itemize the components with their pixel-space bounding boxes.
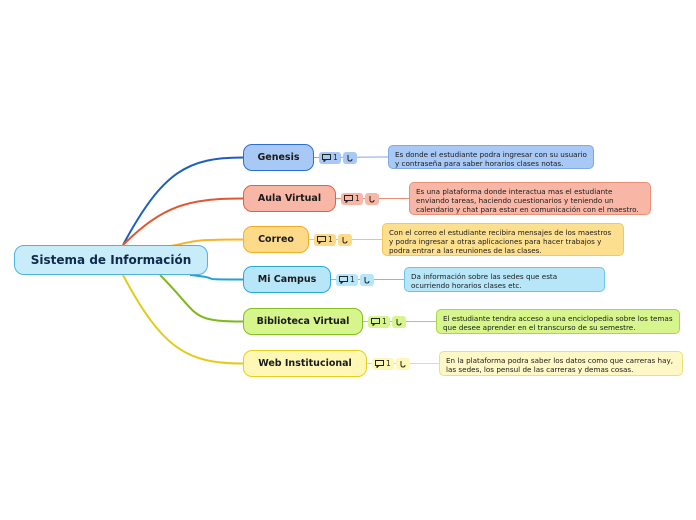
- branch-connector: [122, 274, 244, 365]
- branch-connector: [122, 156, 244, 246]
- link-icon: [369, 195, 375, 203]
- topic-note: Es una plataforma donde interactua mas e…: [409, 182, 651, 215]
- comment-badge[interactable]: 1: [368, 315, 390, 328]
- branch-connector: [159, 274, 244, 323]
- link-badge[interactable]: [342, 151, 357, 164]
- branch-topic-label: Biblioteca Virtual: [256, 316, 350, 327]
- branch-topic[interactable]: Genesis: [243, 144, 314, 171]
- comment-badge[interactable]: 1: [336, 273, 358, 286]
- topic-badges[interactable]: 1: [314, 233, 352, 246]
- link-badge[interactable]: [364, 192, 379, 205]
- comment-badge[interactable]: 1: [319, 151, 341, 164]
- link-badge[interactable]: [337, 233, 352, 246]
- branch-topic-label: Correo: [258, 234, 294, 245]
- comment-count: 1: [333, 153, 338, 162]
- link-badge[interactable]: [395, 357, 410, 370]
- branch-topic-label: Aula Virtual: [257, 193, 322, 204]
- topic-badges[interactable]: 1: [372, 357, 410, 370]
- topic-note: Da información sobre las sedes que esta …: [404, 267, 605, 292]
- comment-icon: [317, 235, 326, 244]
- link-badge[interactable]: [359, 273, 374, 286]
- link-badge[interactable]: [391, 315, 406, 328]
- topic-note: En la plataforma podra saber los datos c…: [439, 351, 683, 376]
- link-icon: [396, 318, 402, 326]
- comment-count: 1: [350, 275, 355, 284]
- branch-topic[interactable]: Biblioteca Virtual: [243, 308, 363, 335]
- link-icon: [347, 154, 353, 162]
- branch-topic-label: Web Institucional: [258, 358, 352, 369]
- comment-icon: [371, 317, 380, 326]
- branch-topic[interactable]: Correo: [243, 226, 309, 253]
- link-icon: [342, 236, 348, 244]
- comment-count: 1: [328, 235, 333, 244]
- comment-count: 1: [386, 359, 391, 368]
- comment-badge[interactable]: 1: [314, 233, 336, 246]
- branch-topic-label: Genesis: [257, 152, 300, 163]
- topic-note: El estudiante tendra acceso a una encicl…: [436, 309, 680, 334]
- topic-badges[interactable]: 1: [336, 273, 374, 286]
- branch-connector: [122, 197, 244, 246]
- topic-badges[interactable]: 1: [319, 151, 357, 164]
- root-topic-label: Sistema de Información: [30, 253, 192, 267]
- branch-topic[interactable]: Mi Campus: [243, 266, 331, 293]
- comment-count: 1: [355, 194, 360, 203]
- root-topic[interactable]: Sistema de Información: [14, 245, 208, 275]
- link-icon: [400, 360, 406, 368]
- comment-icon: [344, 194, 353, 203]
- branch-topic[interactable]: Aula Virtual: [243, 185, 336, 212]
- topic-badges[interactable]: 1: [341, 192, 379, 205]
- comment-count: 1: [382, 317, 387, 326]
- comment-badge[interactable]: 1: [341, 192, 363, 205]
- branch-topic-label: Mi Campus: [257, 274, 317, 285]
- branch-connector: [189, 274, 244, 281]
- topic-note: Es donde el estudiante podra ingresar co…: [388, 145, 594, 169]
- comment-badge[interactable]: 1: [372, 357, 394, 370]
- comment-icon: [339, 275, 348, 284]
- link-icon: [364, 276, 370, 284]
- topic-badges[interactable]: 1: [368, 315, 406, 328]
- topic-note: Con el correo el estudiante recibira men…: [382, 223, 624, 256]
- comment-icon: [322, 153, 331, 162]
- branch-topic[interactable]: Web Institucional: [243, 350, 367, 377]
- comment-icon: [375, 359, 384, 368]
